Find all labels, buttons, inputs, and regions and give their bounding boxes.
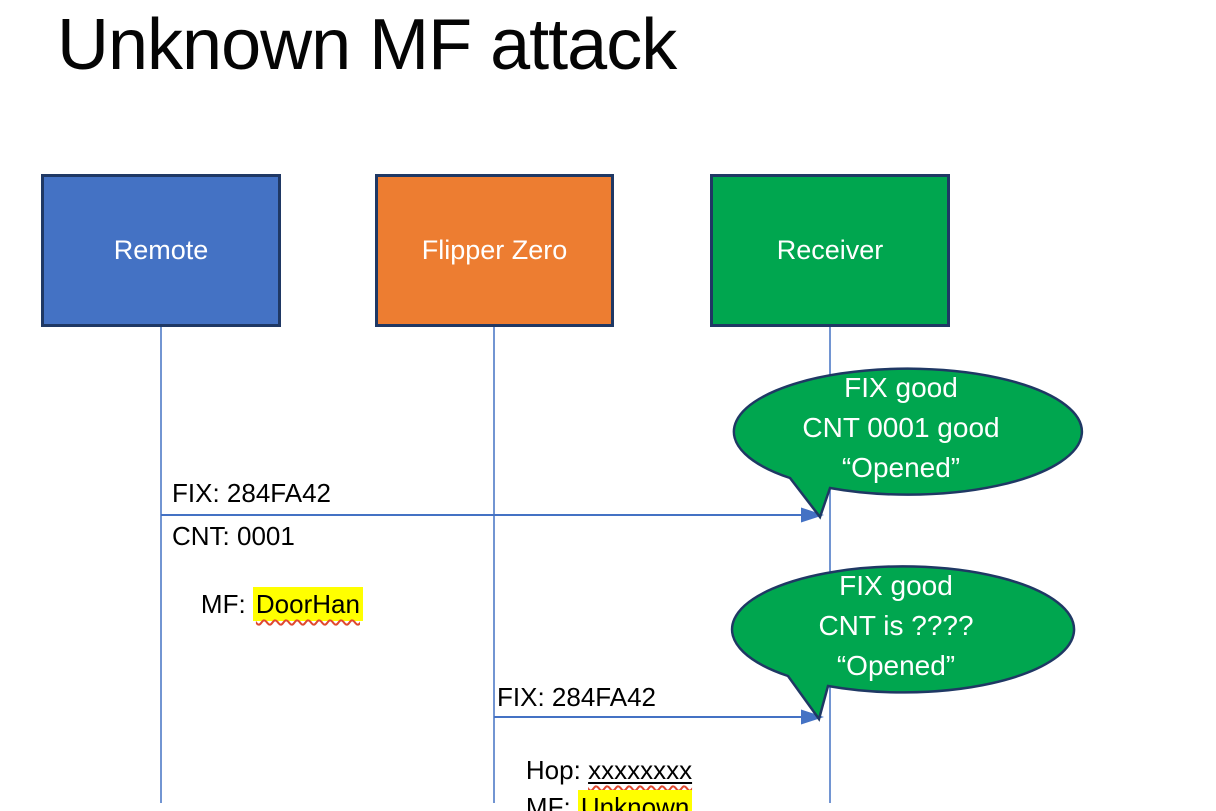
callout-bubble-2	[730, 565, 1076, 722]
message-2-hop-label: Hop: xxxxxxxx	[497, 722, 692, 811]
message-2-hop-underline: xxxxxxxx	[588, 755, 692, 785]
callout-2-text: FIX good CNT is ???? “Opened”	[725, 566, 1067, 686]
callout-1-line-1: FIX good	[844, 372, 958, 403]
callout-1-line-2: CNT 0001 good	[802, 412, 1000, 443]
actor-box-remote: Remote	[41, 174, 281, 327]
callout-bubble-1	[732, 367, 1084, 520]
message-2-mf-label: MF: Unknown	[497, 759, 693, 811]
message-1-mf-value-highlighted: DoorHan	[252, 587, 363, 621]
actor-label-flipper-zero: Flipper Zero	[421, 235, 568, 265]
message-1-mf-label: MF: DoorHan	[172, 556, 363, 652]
actor-box-flipper-zero: Flipper Zero	[375, 174, 614, 327]
message-2-hop-value: xxxxxxxx	[588, 755, 693, 785]
callout-1-line-3: “Opened”	[841, 452, 961, 483]
actor-box-receiver: Receiver	[710, 174, 950, 327]
message-2-fix-label: FIX: 284FA42	[497, 682, 656, 712]
actor-label-receiver: Receiver	[776, 235, 884, 265]
slide-title: Unknown MF attack	[57, 5, 677, 85]
actor-label-remote: Remote	[113, 235, 209, 265]
callout-1-text: FIX good CNT 0001 good “Opened”	[727, 368, 1075, 488]
callout-2-line-2: CNT is ????	[818, 610, 974, 641]
callout-2-line-1: FIX good	[839, 570, 953, 601]
message-arrow-1-arrowhead-icon	[801, 507, 824, 523]
callout-2-line-3: “Opened”	[836, 650, 956, 681]
message-2-mf-prefix: MF:	[525, 792, 578, 811]
message-1-cnt-label: CNT: 0001	[172, 521, 295, 551]
message-1-mf-prefix: MF:	[200, 589, 253, 619]
message-arrow-2-arrowhead-icon	[801, 709, 824, 725]
message-1-fix-label: FIX: 284FA42	[172, 478, 331, 508]
message-2-hop-prefix: Hop:	[525, 755, 589, 785]
message-2-mf-value-highlighted: Unknown	[577, 790, 693, 811]
